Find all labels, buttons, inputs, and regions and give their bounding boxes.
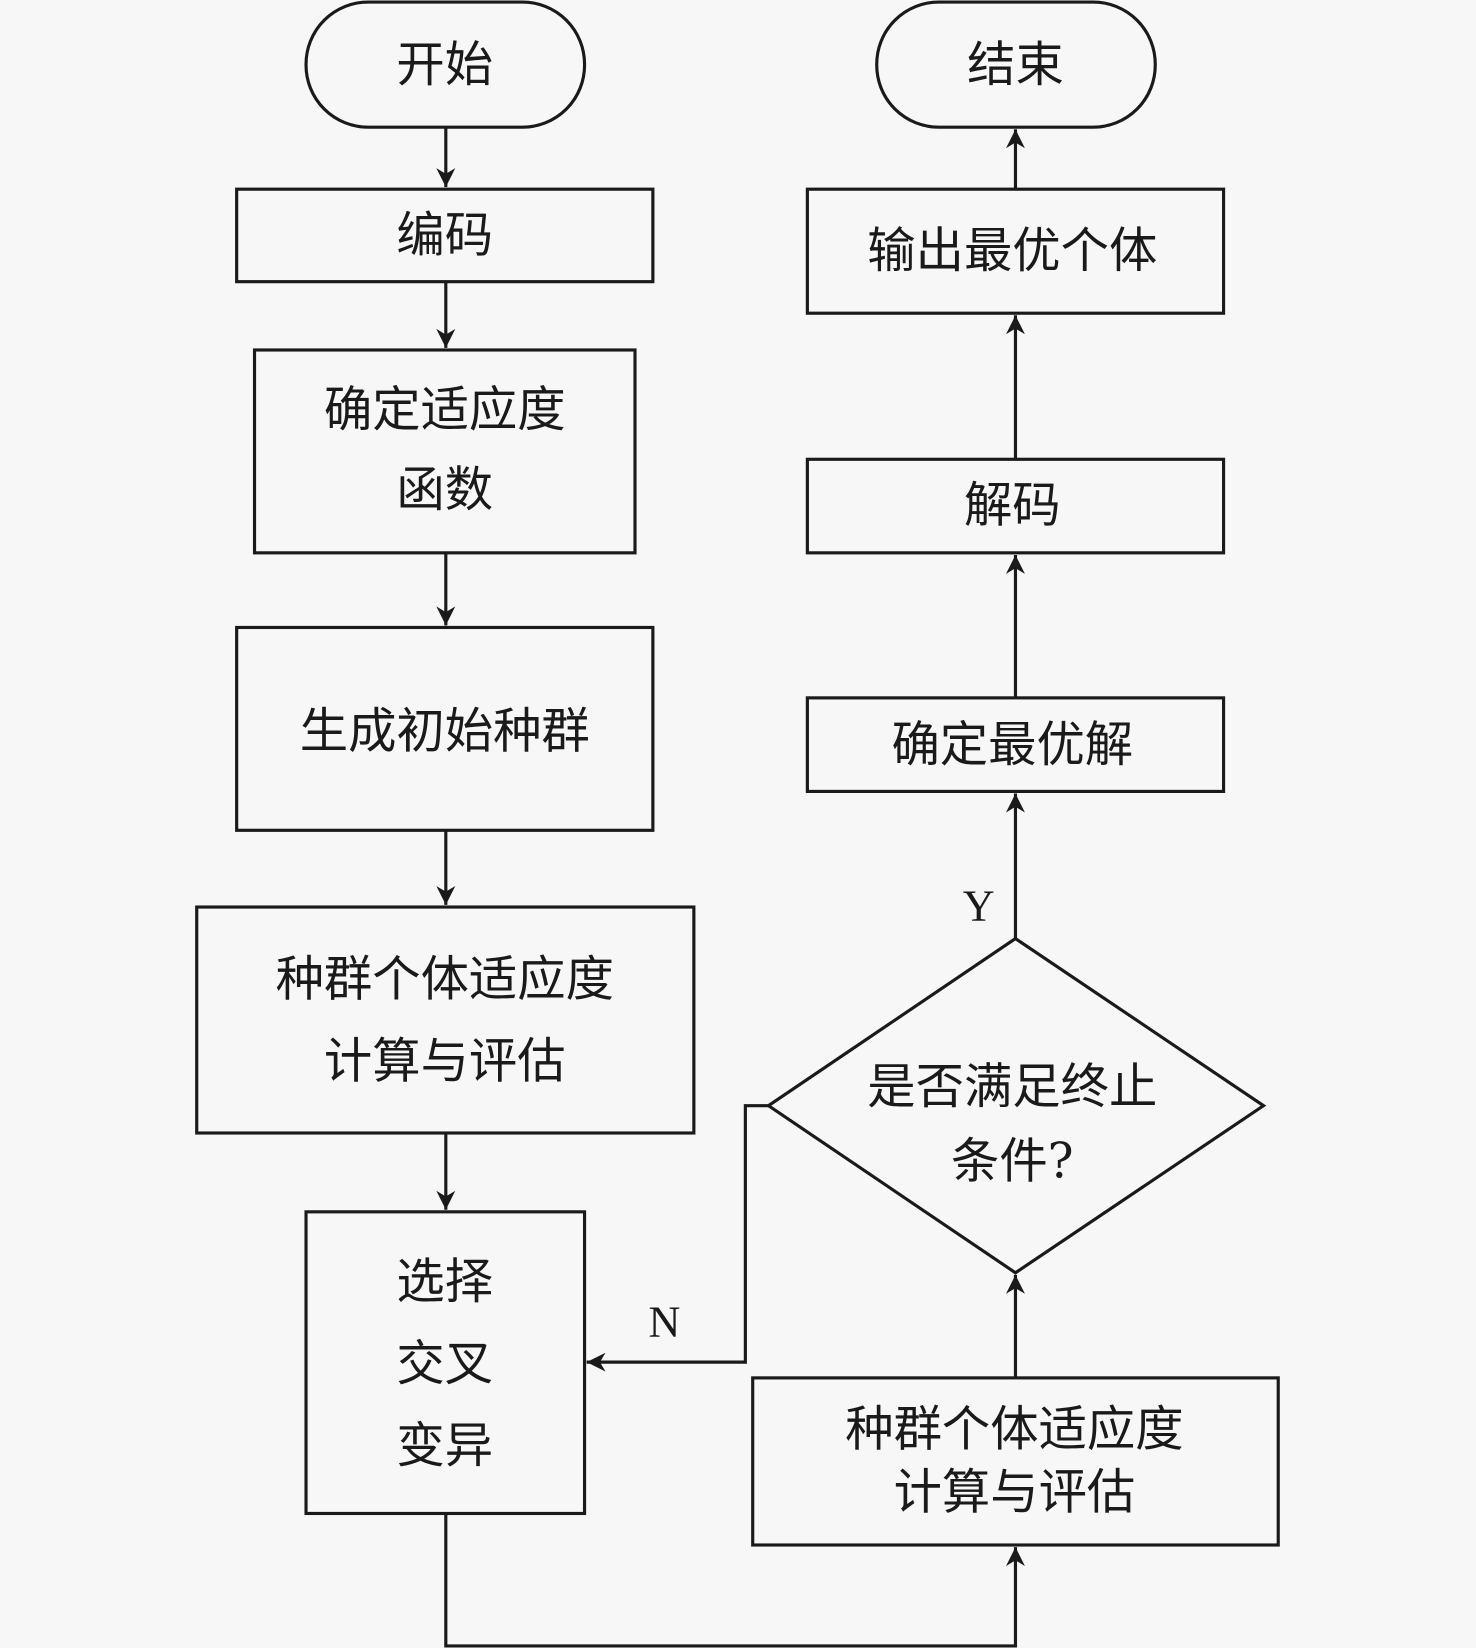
yes-label: Y <box>963 881 995 930</box>
initial-population-box: 生成初始种群 <box>235 625 655 832</box>
fitness-evaluation-box-right: 种群个体适应度 计算与评估 <box>751 1376 1280 1547</box>
end-node: 结束 <box>875 0 1157 129</box>
decision-label-line2: 条件? <box>951 1133 1074 1189</box>
start-node: 开始 <box>304 0 587 129</box>
decision-label-line1: 是否满足终止 <box>867 1059 1157 1115</box>
arrow-decision-no-to-operators <box>586 1104 769 1372</box>
best-solution-label: 确定最优解 <box>891 717 1133 773</box>
decode-box: 解码 <box>805 457 1226 555</box>
output-best-individual-label: 输出最优个体 <box>867 223 1157 279</box>
termination-decision: 是否满足终止 条件? <box>765 936 1267 1275</box>
no-label: N <box>648 1298 680 1347</box>
best-solution-box: 确定最优解 <box>805 696 1226 793</box>
arrow-operators-to-eval-right <box>444 1513 1025 1648</box>
fitness-function-label-line2: 函数 <box>396 462 493 518</box>
encode-label: 编码 <box>396 207 493 263</box>
mutation-label: 变异 <box>396 1418 493 1474</box>
fitness-evaluation-left-line1: 种群个体适应度 <box>276 952 614 1008</box>
fitness-function-label-line1: 确定适应度 <box>324 382 566 438</box>
output-best-individual-box: 输出最优个体 <box>805 187 1226 315</box>
fitness-evaluation-box-left: 种群个体适应度 计算与评估 <box>195 905 696 1135</box>
fitness-evaluation-left-line2: 计算与评估 <box>324 1034 566 1090</box>
fitness-function-box: 确定适应度 函数 <box>252 348 637 555</box>
fitness-evaluation-right-line1: 种群个体适应度 <box>845 1401 1183 1457</box>
crossover-label: 交叉 <box>396 1336 493 1392</box>
decode-label: 解码 <box>964 478 1061 534</box>
start-label: 开始 <box>396 37 493 93</box>
encode-box: 编码 <box>235 187 655 284</box>
fitness-evaluation-right-line2: 计算与评估 <box>894 1464 1136 1520</box>
genetic-operators-box: 选择 交叉 变异 <box>304 1210 587 1516</box>
selection-label: 选择 <box>396 1254 493 1310</box>
end-label: 结束 <box>967 37 1064 93</box>
initial-population-label: 生成初始种群 <box>300 704 590 760</box>
